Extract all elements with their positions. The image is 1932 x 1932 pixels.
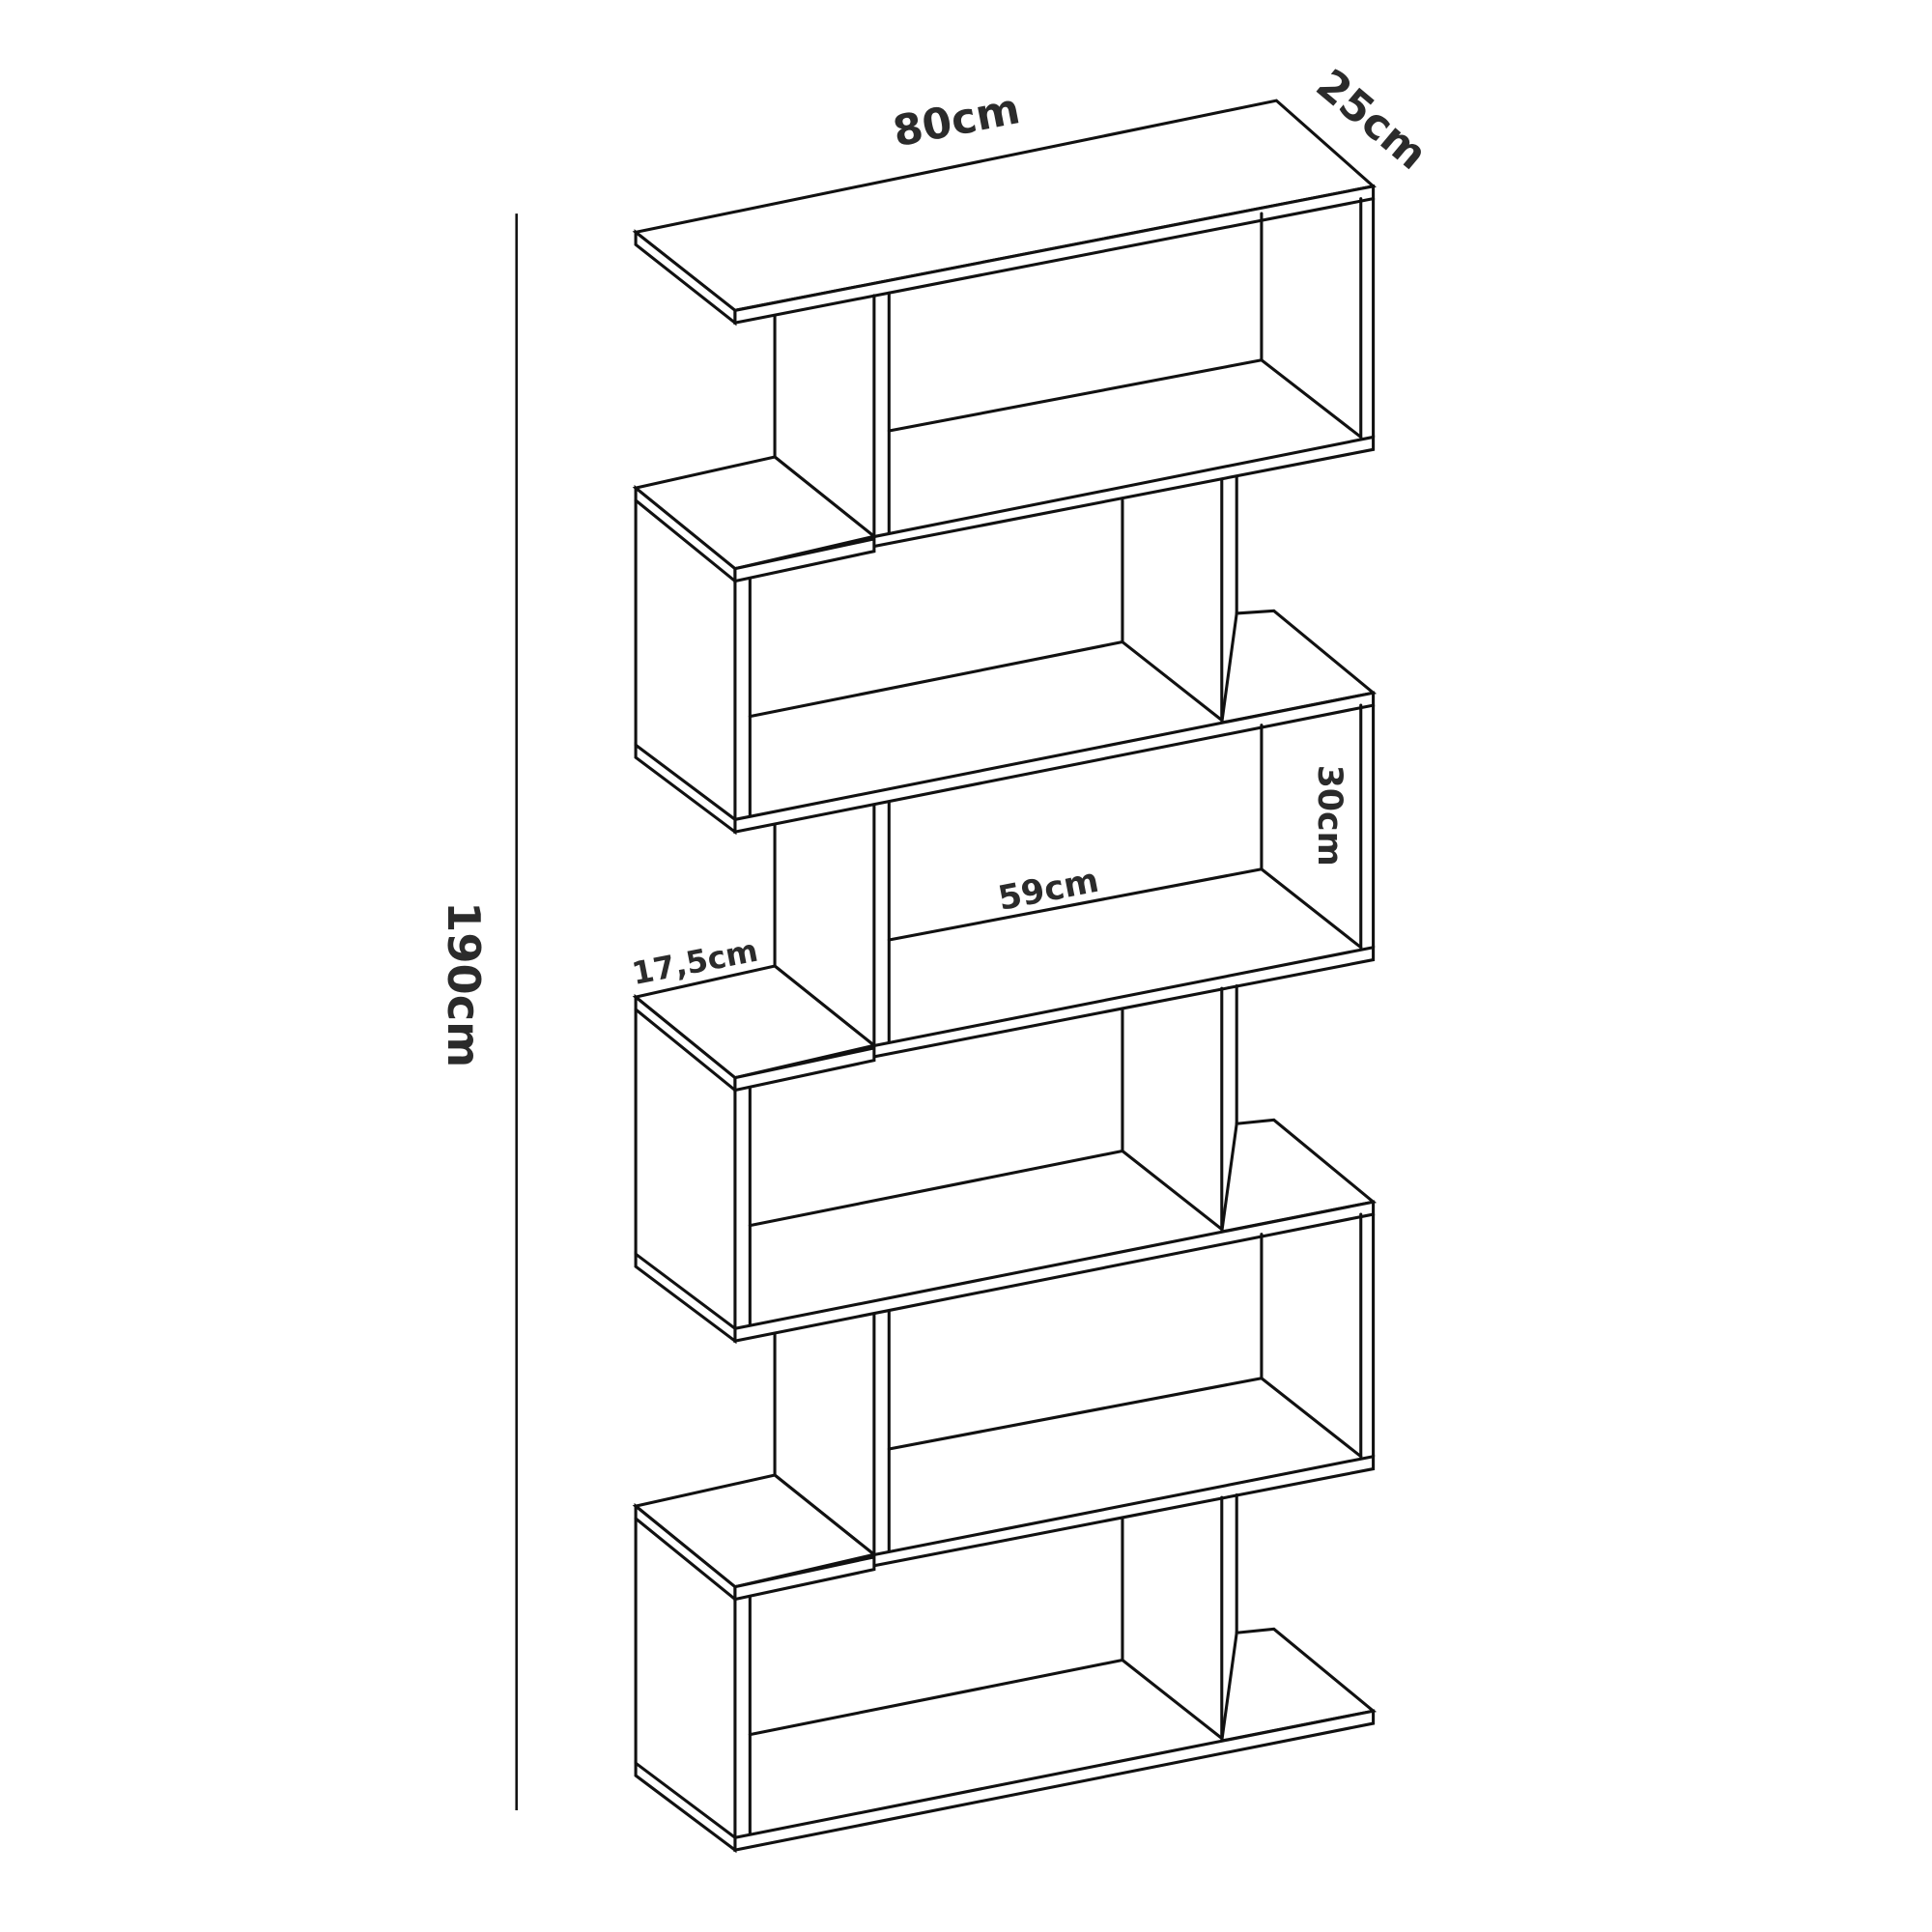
level-2 bbox=[632, 455, 1238, 824]
board-5 bbox=[634, 1118, 1378, 1345]
level-4 bbox=[632, 964, 1238, 1333]
top-board bbox=[632, 99, 1377, 327]
base-board bbox=[634, 1627, 1378, 1854]
level-1 bbox=[773, 197, 1376, 538]
height-label: 190cm bbox=[438, 901, 490, 1067]
compartment-height-label: 30cm bbox=[1310, 765, 1349, 867]
level-6 bbox=[632, 1473, 1238, 1842]
width-label: 80cm bbox=[889, 84, 1024, 156]
board-3 bbox=[634, 609, 1378, 836]
